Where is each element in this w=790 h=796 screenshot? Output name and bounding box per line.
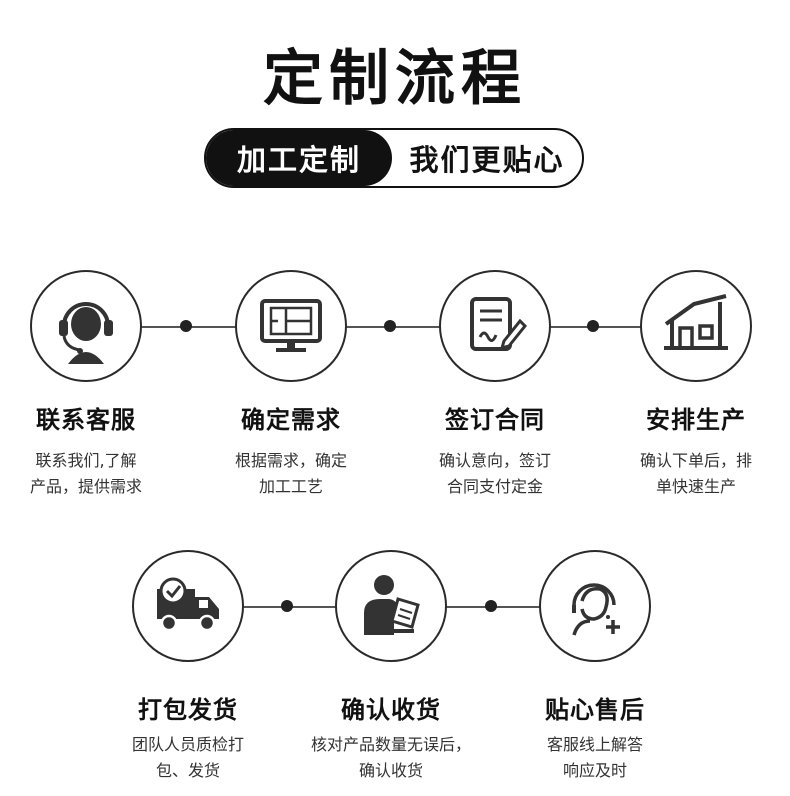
slogan-pill: 加工定制 我们更贴心: [204, 128, 584, 188]
contract-sign-icon: [470, 297, 528, 351]
step-title-receipt: 确认收货: [341, 696, 441, 724]
page-title: 定制流程: [263, 44, 527, 114]
blueprint-monitor-icon: [260, 299, 322, 352]
step-title-requirements: 确定需求: [241, 406, 341, 434]
connector-dot: [384, 320, 396, 332]
step-desc-contact: 联系我们,了解 产品，提供需求: [29, 451, 142, 496]
step-title-contact: 联系客服: [36, 406, 136, 434]
step-desc-shipping: 团队人员质检打 包、发货: [131, 735, 244, 780]
step-circle-aftersales: [539, 550, 651, 662]
factory-house-icon: [664, 294, 728, 350]
pill-left-label: 加工定制: [206, 130, 392, 186]
person-checking-icon: [364, 575, 420, 635]
step-title-aftersales: 贴心售后: [545, 696, 645, 724]
customer-service-headset-icon: [59, 302, 113, 364]
step-circle-requirements: [235, 270, 347, 382]
step-title-production: 安排生产: [646, 406, 746, 434]
step-circle-production: [640, 270, 752, 382]
delivery-truck-icon: [157, 577, 219, 632]
step-desc-requirements: 根据需求，确定 加工工艺: [234, 451, 347, 496]
step-desc-receipt: 核对产品数量无误后， 确认收货: [310, 735, 471, 780]
step-circle-contract: [439, 270, 551, 382]
step-desc-production: 确认下单后，排 单快速生产: [639, 451, 752, 496]
step-desc-contract: 确认意向，签订 合同支付定金: [438, 451, 551, 496]
pill-right-label: 我们更贴心: [409, 143, 565, 177]
step-circle-contact: [30, 270, 142, 382]
connector-dot: [485, 600, 497, 612]
step-title-contract: 签订合同: [445, 406, 545, 434]
connector-dot: [180, 320, 192, 332]
after-sales-support-icon: [572, 583, 620, 636]
connector-dot: [281, 600, 293, 612]
step-title-shipping: 打包发货: [138, 696, 238, 724]
step-circle-receipt: [335, 550, 447, 662]
connector-dot: [587, 320, 599, 332]
step-circle-shipping: [132, 550, 244, 662]
step-desc-aftersales: 客服线上解答 响应及时: [546, 735, 643, 780]
